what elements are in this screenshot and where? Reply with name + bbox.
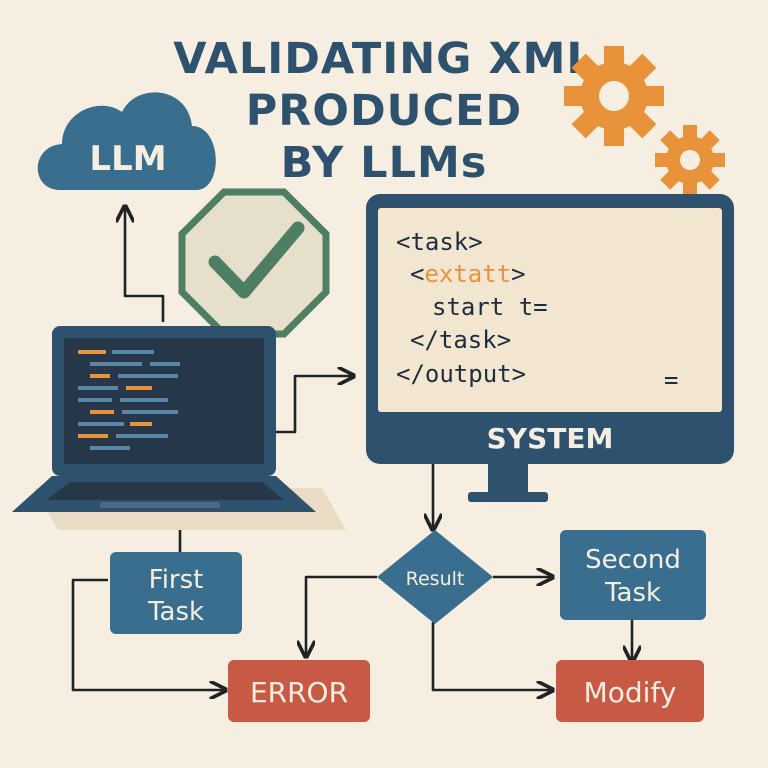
gear-icon — [564, 46, 725, 195]
second-task-label: Second — [585, 545, 681, 575]
modify-label: Modify — [584, 676, 677, 709]
title-line-1: VALIDATING XML — [173, 34, 595, 84]
first-task-box — [110, 552, 242, 634]
code-line-task-close: </task> — [410, 326, 511, 354]
second-task-label-2: Task — [604, 578, 661, 608]
arrow-laptop-to-monitor — [258, 376, 352, 434]
arrow-result-to-modify — [431, 622, 551, 690]
code-line-equals: = — [664, 366, 678, 394]
arrow-laptop-to-cloud — [125, 208, 165, 322]
title-line-3: BY LLMs — [280, 138, 488, 188]
monitor-icon — [366, 194, 734, 502]
code-line-output-close: </output> — [396, 360, 526, 388]
second-task-box — [560, 530, 706, 620]
modify-box — [556, 660, 704, 722]
result-label: Result — [406, 568, 465, 590]
laptop-icon — [12, 326, 346, 530]
code-block: <task> <extatt> start t= </task> </outpu… — [396, 228, 678, 394]
monitor-label: SYSTEM — [487, 422, 614, 455]
cloud-label: LLM — [89, 139, 166, 179]
error-box — [228, 660, 370, 722]
result-diamond — [377, 530, 493, 624]
arrow-first-task-to-error — [71, 578, 224, 690]
title-line-2: PRODUCED — [245, 86, 523, 136]
first-task-label-2: Task — [147, 597, 204, 627]
cloud-icon — [37, 92, 216, 190]
code-line-task-open: <task> — [396, 228, 483, 256]
arrow-result-to-error — [306, 575, 377, 655]
error-label: ERROR — [250, 676, 348, 709]
first-task-label: First — [149, 565, 204, 595]
check-icon — [178, 188, 330, 338]
code-line-start: start t= — [432, 293, 548, 321]
code-line-extatt: <extatt> — [410, 260, 526, 288]
